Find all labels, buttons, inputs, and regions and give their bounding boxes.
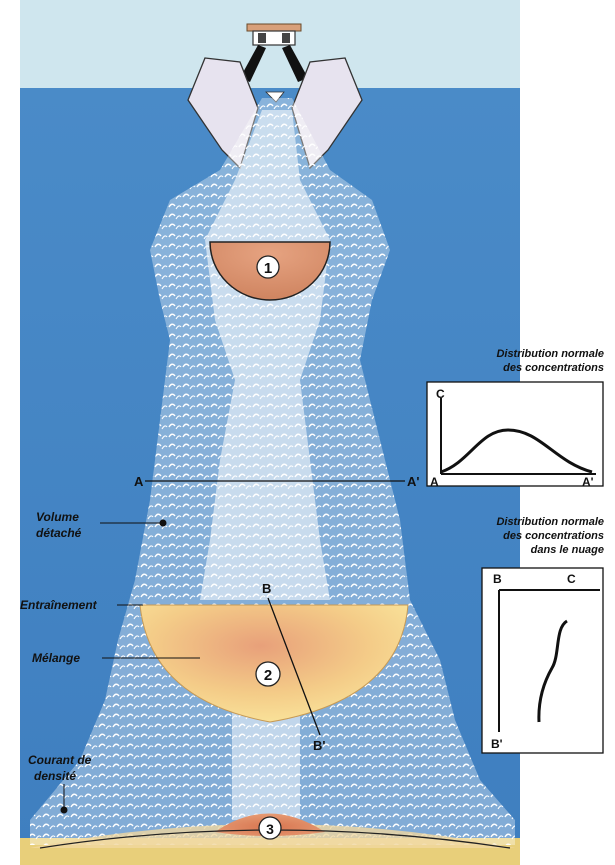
courant-line1: Courant de — [28, 753, 92, 767]
section-a-label: A — [134, 474, 144, 489]
inset-ac-frame — [427, 382, 603, 486]
section-a-prime-label: A' — [407, 474, 419, 489]
inset-bc-frame — [482, 568, 603, 753]
section-b-label: B — [262, 581, 271, 596]
inset-ac-a-prime: A' — [582, 475, 594, 489]
inset-ac-title-2: des concentrations — [503, 362, 604, 374]
zone-1-number: 1 — [264, 260, 272, 277]
inset-ac-title-1: Distribution normale — [496, 348, 604, 360]
courant-marker — [61, 807, 68, 814]
inset-bc-b: B — [493, 572, 502, 586]
inset-bc-title-1: Distribution normale — [496, 516, 604, 528]
inset-ac-a: A — [430, 475, 439, 489]
courant-line2: densité — [34, 769, 76, 783]
inset-bc-b-prime: B' — [491, 737, 503, 751]
entrainement-label: Entraînement — [20, 598, 98, 612]
volume-detache-line2: détaché — [36, 526, 82, 540]
inset-bc-title-3: dans le nuage — [531, 544, 604, 556]
volume-detache-marker — [160, 520, 167, 527]
zone-3-number: 3 — [266, 821, 274, 837]
melange-label: Mélange — [32, 651, 80, 665]
inset-bc-title-2: des concentrations — [503, 530, 604, 542]
section-b-prime-label: B' — [313, 738, 325, 753]
inset-ac-c: C — [436, 387, 445, 401]
zone-2-number: 2 — [264, 667, 272, 684]
inset-bc-c: C — [567, 572, 576, 586]
volume-detache-line1: Volume — [36, 510, 79, 524]
